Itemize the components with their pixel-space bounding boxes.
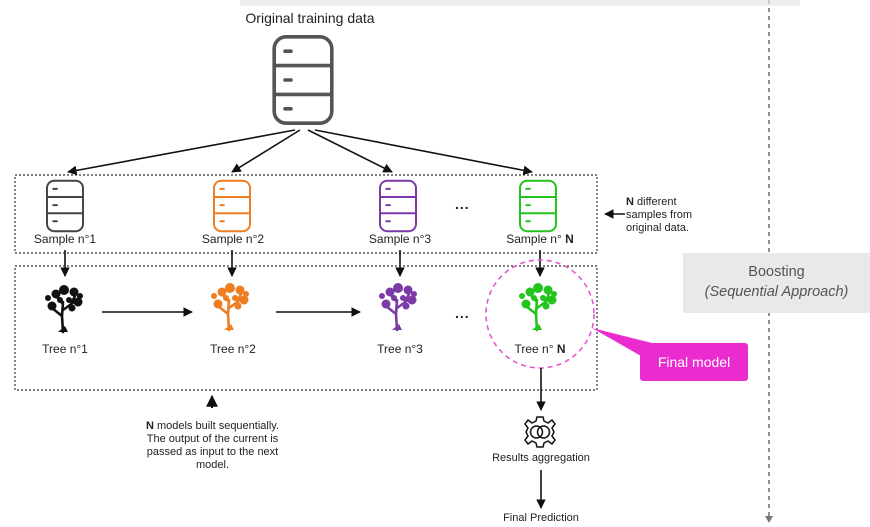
sample-2-database-icon — [213, 179, 251, 233]
models-note: N models built sequentially. The output … — [145, 420, 280, 471]
samples-ellipsis: ... — [455, 196, 470, 212]
sample-n-database-icon — [519, 179, 557, 233]
tree-1-label: Tree n°1 — [42, 342, 88, 356]
tree-n-icon — [517, 281, 559, 332]
divider-arrowhead — [765, 516, 773, 523]
boosting-label: Boosting (Sequential Approach) — [704, 264, 849, 300]
sample-1-label: Sample n°1 — [33, 232, 97, 246]
sample-3-label: Sample n°3 — [368, 232, 432, 246]
results-aggregation-label: Results aggregation — [492, 452, 590, 464]
distribution-arrows — [67, 129, 533, 176]
boosting-panel — [683, 253, 870, 313]
samples-note: N different samples from original data. — [626, 196, 693, 234]
sample-1-database-icon — [46, 179, 84, 233]
top-faded-band — [240, 0, 800, 6]
sample-to-tree-arrows — [60, 250, 545, 277]
sample-3-database-icon — [379, 179, 417, 233]
tree-3-label: Tree n°3 — [377, 342, 423, 356]
trees-box — [14, 265, 598, 391]
final-prediction-label: Final Prediction — [503, 512, 579, 524]
tree-n-label: Tree n° N — [514, 342, 566, 356]
sample-2-label: Sample n°2 — [201, 232, 265, 246]
original-data-database-icon — [272, 34, 334, 126]
aggregation-gear-icon — [524, 416, 556, 448]
tree-2-label: Tree n°2 — [210, 342, 256, 356]
tree-2-icon — [209, 281, 251, 332]
tree-3-icon — [377, 281, 419, 332]
diagram-title: Original training data — [245, 10, 375, 26]
samples-box — [14, 174, 598, 254]
final-model-callout: Final model — [640, 343, 748, 381]
sample-n-label: Sample n° N — [506, 232, 574, 246]
tree-1-icon — [43, 283, 85, 334]
final-model-highlight-circle — [485, 259, 595, 369]
trees-ellipsis: ... — [455, 305, 470, 321]
